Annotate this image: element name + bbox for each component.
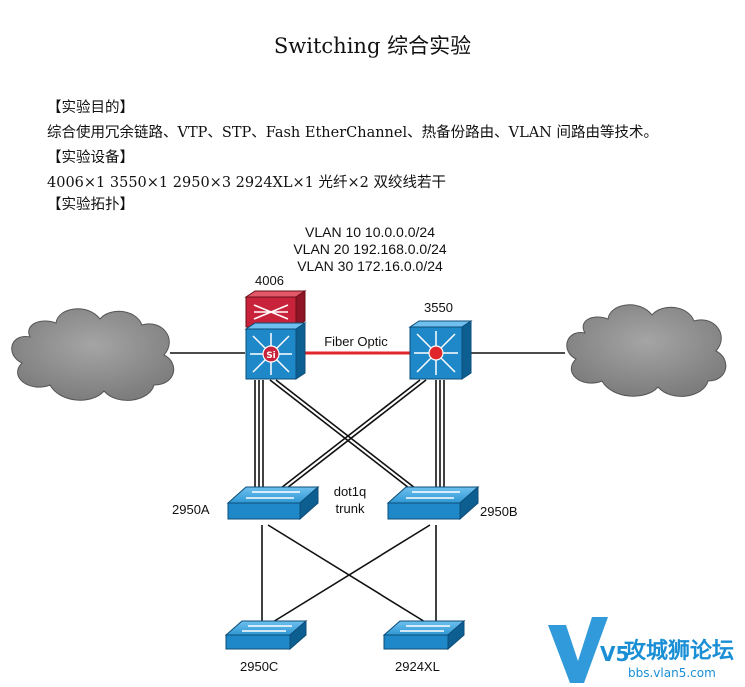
purpose-heading: 【实验目的】 <box>47 100 134 116</box>
device-label-4006: 4006 <box>255 273 284 288</box>
switch-arrows-icon <box>242 625 292 632</box>
watermark-logo: V5 攻城狮论坛 bbs.vlan5.com <box>548 617 734 683</box>
purpose-text: 综合使用冗余链路、VTP、STP、Fash EtherChannel、热备份路由… <box>47 125 658 141</box>
cloud-icon <box>566 304 727 397</box>
cloud-icon <box>11 308 175 401</box>
device-label-3550: 3550 <box>424 300 453 315</box>
trunk-label: trunk <box>336 501 365 516</box>
topology-diagram: VLAN 10 10.0.0.0/24 VLAN 20 192.168.0.0/… <box>11 224 734 683</box>
watermark-url: bbs.vlan5.com <box>628 666 716 680</box>
crossed-arrows-icon <box>253 304 289 320</box>
topology-heading: 【实验拓扑】 <box>47 197 134 213</box>
fiber-optic-label: Fiber Optic <box>324 334 388 349</box>
switch-arrows-icon <box>406 491 460 499</box>
device-label-2950a: 2950A <box>172 502 210 517</box>
vlan-label: VLAN 20 192.168.0.0/24 <box>293 241 447 257</box>
watermark-title: 攻城狮论坛 <box>624 638 734 664</box>
vlan-label: VLAN 30 172.16.0.0/24 <box>297 258 443 274</box>
core-switch-4006: Si <box>244 290 307 380</box>
equipment-text: 4006×1 3550×1 2950×3 2924XL×1 光纤×2 双绞线若干 <box>47 175 446 191</box>
vlan-label: VLAN 10 10.0.0.0/24 <box>305 224 435 240</box>
core-switch-3550 <box>408 320 473 380</box>
switch-arrows-icon <box>246 491 300 499</box>
links <box>170 352 565 626</box>
si-badge: Si <box>266 351 276 361</box>
access-switch-2950a <box>226 485 320 521</box>
equipment-heading: 【实验设备】 <box>47 150 134 166</box>
device-label-2950c: 2950C <box>240 659 278 674</box>
access-switch-2950c <box>224 619 308 651</box>
trunk-label: dot1q <box>334 484 367 499</box>
v5-logo-icon <box>548 617 608 683</box>
page-title: Switching 综合实验 <box>273 34 472 58</box>
watermark-logo-mark: V5 <box>600 642 629 666</box>
device-label-2924xl: 2924XL <box>395 659 440 674</box>
access-switch-2924xl <box>382 619 466 651</box>
switch-arrows-icon <box>400 625 450 632</box>
device-label-2950b: 2950B <box>480 504 518 519</box>
access-switch-2950b <box>386 485 480 521</box>
